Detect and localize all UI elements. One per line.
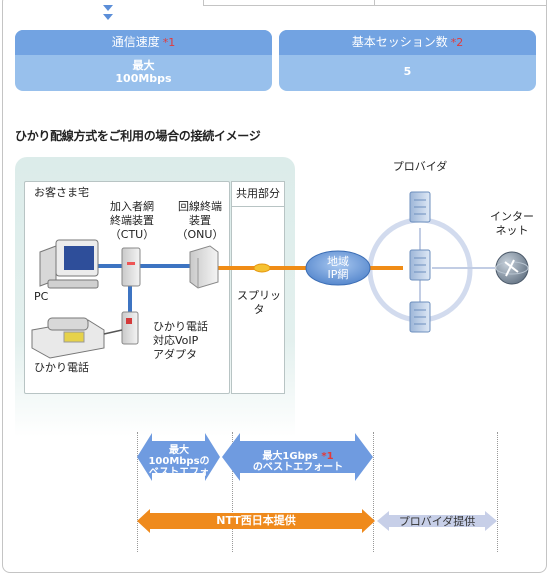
provider-server-icon xyxy=(409,249,431,281)
provider-server-icon xyxy=(409,301,431,333)
splitter-label: スプリッタ xyxy=(237,289,281,316)
divider-line xyxy=(232,432,233,552)
pc-icon xyxy=(39,239,99,289)
divider-line xyxy=(137,432,138,552)
provider-provision-label: プロバイダ提供 xyxy=(398,515,476,528)
session-card-header: 基本セッション数*2 xyxy=(279,30,536,55)
down-arrow-icon xyxy=(103,14,113,20)
phone-icon xyxy=(31,317,123,359)
session-value-line1: 5 xyxy=(403,65,412,78)
speed-card-note: *1 xyxy=(162,36,176,49)
ctu-label: 加入者網終端装置（CTU） xyxy=(109,200,155,241)
splitter-icon xyxy=(253,263,271,273)
top-table-edge xyxy=(203,0,547,6)
blue-cable xyxy=(95,264,190,318)
ntt-provision-label: NTT西日本提供 xyxy=(216,514,296,527)
regional-ip-network-icon xyxy=(305,250,371,286)
pc-label: PC xyxy=(34,290,49,303)
speed-card-value: 最大 100Mbps xyxy=(15,55,272,85)
shared-area xyxy=(231,181,285,394)
provider-label: プロバイダ xyxy=(392,160,448,173)
onu-device-icon xyxy=(189,245,219,289)
range-arrow-access xyxy=(222,433,373,481)
internet-label: インターネット xyxy=(490,210,534,237)
speed-card-header: 通信速度*1 xyxy=(15,30,272,55)
speed-card-title: 通信速度 xyxy=(111,35,160,49)
speed-card: 通信速度*1 最大 100Mbps xyxy=(15,30,272,91)
shared-label: 共用部分 xyxy=(236,187,280,200)
onu-label: 回線終端装置（ONU） xyxy=(176,200,224,241)
internet-globe-icon xyxy=(495,251,529,285)
session-card-value: 5 xyxy=(279,55,536,78)
session-card-note: *2 xyxy=(450,36,464,49)
ntt-provision-arrow xyxy=(137,509,375,533)
provider-provision-arrow xyxy=(377,511,497,531)
session-card-title: 基本セッション数 xyxy=(351,35,448,49)
down-arrow-icon xyxy=(103,5,113,11)
provider-server-icon xyxy=(409,191,431,223)
speed-value-line1: 最大 xyxy=(132,59,155,72)
divider-line xyxy=(373,432,374,552)
divider-line xyxy=(497,432,498,552)
phone-label: ひかり電話 xyxy=(34,361,89,374)
session-card: 基本セッション数*2 5 xyxy=(279,30,536,91)
home-label: お客さま宅 xyxy=(34,186,89,199)
range-arrow-home xyxy=(137,433,220,481)
section-title: ひかり配線方式をご利用の場合の接続イメージ xyxy=(15,129,261,143)
voip-adapter-icon xyxy=(121,311,139,345)
ctu-device-icon xyxy=(121,247,141,287)
speed-value-line2: 100Mbps xyxy=(115,72,172,85)
range-access-label: 最大1Gbps *1 のベストエフォート xyxy=(252,451,344,473)
